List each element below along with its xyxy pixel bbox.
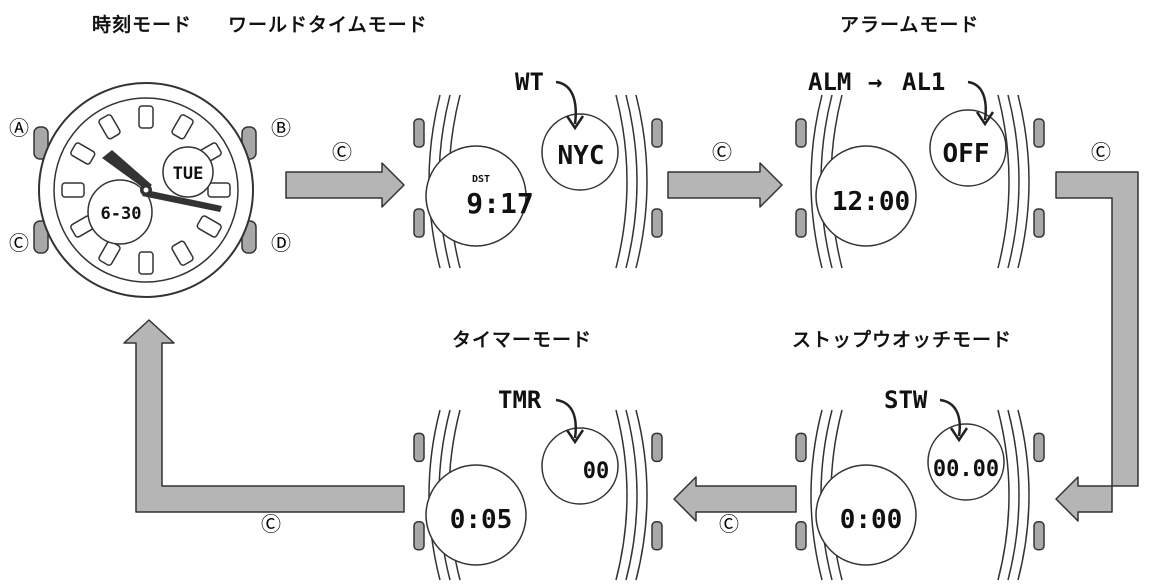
hour-marker — [207, 182, 231, 198]
bezel-arc — [635, 409, 648, 581]
alarm-code-arrow: → — [868, 68, 882, 96]
alarm-code-to: AL1 — [902, 68, 945, 96]
bezel-arc — [635, 94, 648, 269]
hour-marker — [171, 114, 194, 140]
side-button — [651, 432, 663, 463]
side-button — [651, 208, 663, 238]
hour-hand — [102, 150, 152, 190]
minute-hand — [142, 190, 222, 212]
arrow-timer-to-time — [123, 319, 405, 513]
bezel-arc — [615, 409, 628, 581]
bezel-arc — [1017, 409, 1030, 581]
side-button — [651, 521, 663, 551]
hour-marker — [61, 182, 85, 198]
bezel-arc — [1007, 409, 1020, 581]
day-display: TUE — [173, 164, 204, 184]
side-button — [651, 118, 663, 148]
date-display: 6-30 — [101, 204, 142, 224]
c-marker-4: Ⓒ — [719, 512, 739, 536]
timer-code: TMR — [498, 386, 542, 414]
world-time-code: WT — [515, 68, 544, 96]
c-marker-2: Ⓒ — [712, 140, 732, 164]
c-marker-1: Ⓒ — [332, 140, 352, 164]
c-marker-5: Ⓒ — [261, 512, 281, 536]
watch-face-timer: 0:05 00 TMR — [425, 386, 619, 566]
city-code-display: NYC — [558, 141, 605, 171]
button-a — [33, 126, 49, 160]
side-button — [413, 208, 425, 238]
bezel-arc — [625, 94, 638, 269]
side-button — [1033, 118, 1045, 148]
arrow-stopwatch-to-timer — [673, 476, 797, 522]
watch-face-world-time: DST 9:17 NYC WT — [425, 68, 619, 247]
timer-sub-display: 00 — [583, 459, 610, 484]
stopwatch-time-display: 0:00 — [840, 505, 903, 535]
stopwatch-sub-display: 00.00 — [933, 457, 999, 482]
watch-face-alarm: 12:00 OFF ALM → AL1 — [808, 68, 1007, 247]
button-c — [33, 220, 49, 254]
button-d-label: Ⓓ — [271, 231, 291, 255]
world-time-mode-label: ワールドタイムモード — [228, 14, 428, 36]
alarm-mode-label: アラームモード — [840, 14, 980, 36]
stopwatch-mode-label: ストップウオッチモード — [792, 329, 1013, 351]
alarm-status-display: OFF — [943, 139, 990, 169]
side-button — [413, 521, 425, 551]
side-button — [1033, 521, 1045, 551]
bezel-arc — [810, 409, 823, 581]
bezel-arc — [810, 94, 823, 269]
hour-marker — [196, 215, 222, 238]
button-a-label: Ⓐ — [9, 116, 29, 140]
alarm-code-from: ALM — [808, 68, 851, 96]
bezel-arc — [428, 409, 441, 581]
hour-marker — [138, 105, 154, 129]
bezel-arc — [1017, 94, 1030, 269]
side-button — [795, 432, 807, 463]
side-button — [413, 118, 425, 148]
button-c-label: Ⓒ — [9, 231, 29, 255]
bezel-arc — [997, 409, 1010, 581]
dst-indicator: DST — [472, 174, 490, 185]
arrow-time-to-worldtime — [285, 162, 405, 208]
world-time-display: 9:17 — [466, 187, 533, 220]
time-mode-label: 時刻モード — [92, 14, 193, 36]
timer-mode-label: タイマーモード — [452, 329, 593, 351]
c-marker-3: Ⓒ — [1091, 140, 1111, 164]
bezel-arc — [625, 409, 638, 581]
side-button — [1033, 432, 1045, 463]
stopwatch-code: STW — [884, 386, 928, 414]
hour-marker — [70, 142, 96, 165]
side-button — [795, 208, 807, 238]
alarm-time-display: 12:00 — [832, 187, 910, 217]
button-b-label: Ⓑ — [271, 116, 291, 140]
hour-marker — [98, 114, 121, 140]
hour-marker — [138, 251, 154, 275]
watch-face-stopwatch: 0:00 00.00 STW — [815, 386, 1005, 566]
side-button — [413, 432, 425, 463]
arrow-alarm-to-stopwatch — [1055, 171, 1139, 522]
bezel-arc — [997, 94, 1010, 269]
watch-face-time-mode: TUE 6-30 — [33, 82, 257, 298]
bezel-arc — [615, 94, 628, 269]
bezel-arc — [1007, 94, 1020, 269]
side-button — [795, 521, 807, 551]
arrow-worldtime-to-alarm — [667, 162, 783, 208]
side-button — [795, 118, 807, 148]
side-button — [1033, 208, 1045, 238]
timer-time-display: 0:05 — [450, 505, 513, 535]
hour-marker — [171, 240, 194, 266]
